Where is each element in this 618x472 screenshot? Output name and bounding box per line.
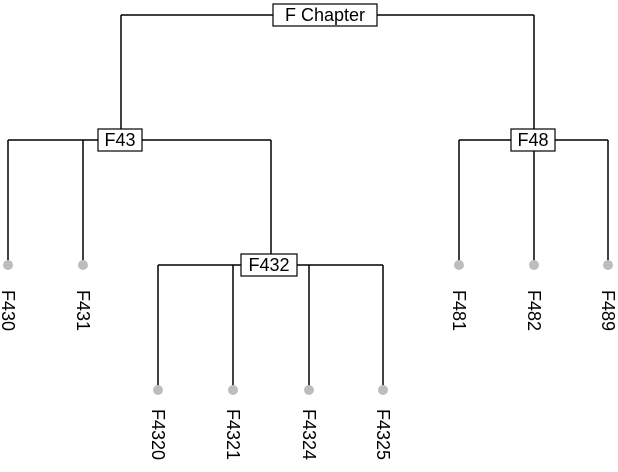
leaf-label-f431: F431 [73,290,93,331]
leaf-dots [3,260,613,395]
leaf-dot-f4325 [378,385,388,395]
leaf-dot-f4321 [228,385,238,395]
node-f432: F432 [240,253,298,277]
leaf-label-f4320: F4320 [148,409,168,460]
leaf-dot-f482 [529,260,539,270]
leaf-label-f430: F430 [0,290,18,331]
node-label-f432: F432 [248,255,289,275]
node-label-f48: F48 [517,130,548,150]
node-f43: F43 [97,128,143,152]
node-label-f43: F43 [104,130,135,150]
node-box-root [272,3,378,27]
leaf-dot-f4324 [304,385,314,395]
node-box-f432 [240,253,298,277]
leaf-dot-f431 [78,260,88,270]
node-label-root: F Chapter [285,5,365,25]
node-f48: F48 [510,128,556,152]
leaf-dot-f430 [3,260,13,270]
node-box-f48 [510,128,556,152]
leaf-label-f4321: F4321 [223,409,243,460]
leaf-label-f4324: F4324 [299,409,319,460]
leaf-label-f4325: F4325 [373,409,393,460]
leaf-dot-f489 [603,260,613,270]
edges [7,14,609,390]
leaf-label-f489: F489 [598,290,618,331]
node-root: F Chapter [272,3,378,27]
leaf-dot-f4320 [153,385,163,395]
leaf-label-f482: F482 [524,290,544,331]
leaf-labels: F430 F431 F481 F482 F489 F4320 F4321 F43… [0,290,618,460]
node-box-f43 [97,128,143,152]
leaf-label-f481: F481 [449,290,469,331]
leaf-dot-f481 [454,260,464,270]
